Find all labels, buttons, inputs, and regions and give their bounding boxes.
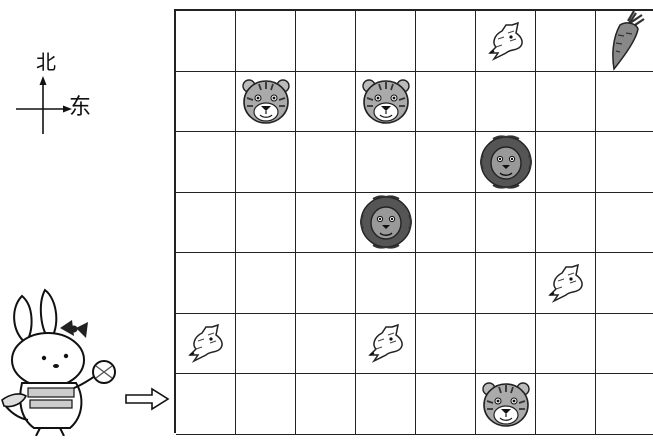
grid-cell[interactable]	[416, 72, 476, 133]
tiger-icon	[239, 74, 293, 128]
grid-cell[interactable]	[356, 72, 416, 133]
grid-cell[interactable]	[596, 132, 653, 193]
grid-cell[interactable]	[296, 253, 356, 314]
grid-cell[interactable]	[476, 314, 536, 375]
grid-cell[interactable]	[296, 132, 356, 193]
grid-cell[interactable]	[476, 193, 536, 254]
grid-cell[interactable]	[296, 374, 356, 435]
grid-cell[interactable]	[236, 11, 296, 72]
tiger-icon	[359, 74, 413, 128]
grid-cell[interactable]	[596, 193, 653, 254]
grid-cell[interactable]	[596, 314, 653, 375]
grid-cell[interactable]	[536, 72, 596, 133]
grid-cell[interactable]	[476, 11, 536, 72]
grid-cell[interactable]	[416, 193, 476, 254]
grid-cell[interactable]	[476, 374, 536, 435]
grid-cell[interactable]	[536, 11, 596, 72]
grid-cell[interactable]	[356, 132, 416, 193]
grid-cell[interactable]	[296, 11, 356, 72]
grid-cell[interactable]	[416, 253, 476, 314]
lion-icon	[479, 135, 533, 189]
grid-cell[interactable]	[176, 314, 236, 375]
grid-cell[interactable]	[596, 374, 653, 435]
wolf-icon	[544, 261, 588, 305]
lion-icon	[359, 195, 413, 249]
start-arrow-icon	[124, 386, 172, 412]
grid-cell[interactable]	[296, 314, 356, 375]
grid-cell[interactable]	[596, 72, 653, 133]
grid-cell[interactable]	[236, 72, 296, 133]
grid-cell[interactable]	[356, 253, 416, 314]
wolf-icon	[484, 19, 528, 63]
game-board	[174, 9, 653, 433]
grid-cell[interactable]	[416, 11, 476, 72]
grid-cell[interactable]	[476, 253, 536, 314]
grid-cell[interactable]	[596, 11, 653, 72]
grid-cell[interactable]	[296, 193, 356, 254]
wolf-icon	[184, 321, 228, 365]
grid-cell[interactable]	[236, 193, 296, 254]
carrot-icon	[606, 11, 646, 71]
grid-cell[interactable]	[176, 72, 236, 133]
grid-cell[interactable]	[236, 374, 296, 435]
grid-cell[interactable]	[236, 314, 296, 375]
grid-cell[interactable]	[536, 132, 596, 193]
grid-cell[interactable]	[176, 193, 236, 254]
grid-cell[interactable]	[356, 11, 416, 72]
grid-cell[interactable]	[236, 253, 296, 314]
grid-cell[interactable]	[236, 132, 296, 193]
grid-cell[interactable]	[176, 132, 236, 193]
grid-cell[interactable]	[296, 72, 356, 133]
grid-cell[interactable]	[356, 314, 416, 375]
grid-cell[interactable]	[356, 374, 416, 435]
compass-north-label: 北	[36, 52, 56, 72]
tiger-icon	[479, 377, 533, 431]
grid-cell[interactable]	[536, 253, 596, 314]
grid-cell[interactable]	[416, 374, 476, 435]
compass: 北 东	[14, 52, 104, 138]
grid-cell[interactable]	[176, 374, 236, 435]
bunny-icon	[0, 288, 125, 436]
grid-cell[interactable]	[596, 253, 653, 314]
grid-cell[interactable]	[176, 253, 236, 314]
grid-cell[interactable]	[476, 132, 536, 193]
grid-cell[interactable]	[536, 193, 596, 254]
wolf-icon	[364, 321, 408, 365]
grid-cell[interactable]	[416, 132, 476, 193]
grid-cell[interactable]	[416, 314, 476, 375]
grid-cell[interactable]	[476, 72, 536, 133]
grid-cell[interactable]	[176, 11, 236, 72]
grid-cell[interactable]	[356, 193, 416, 254]
compass-east-label: 东	[69, 97, 91, 119]
grid-cell[interactable]	[536, 314, 596, 375]
grid-cell[interactable]	[536, 374, 596, 435]
